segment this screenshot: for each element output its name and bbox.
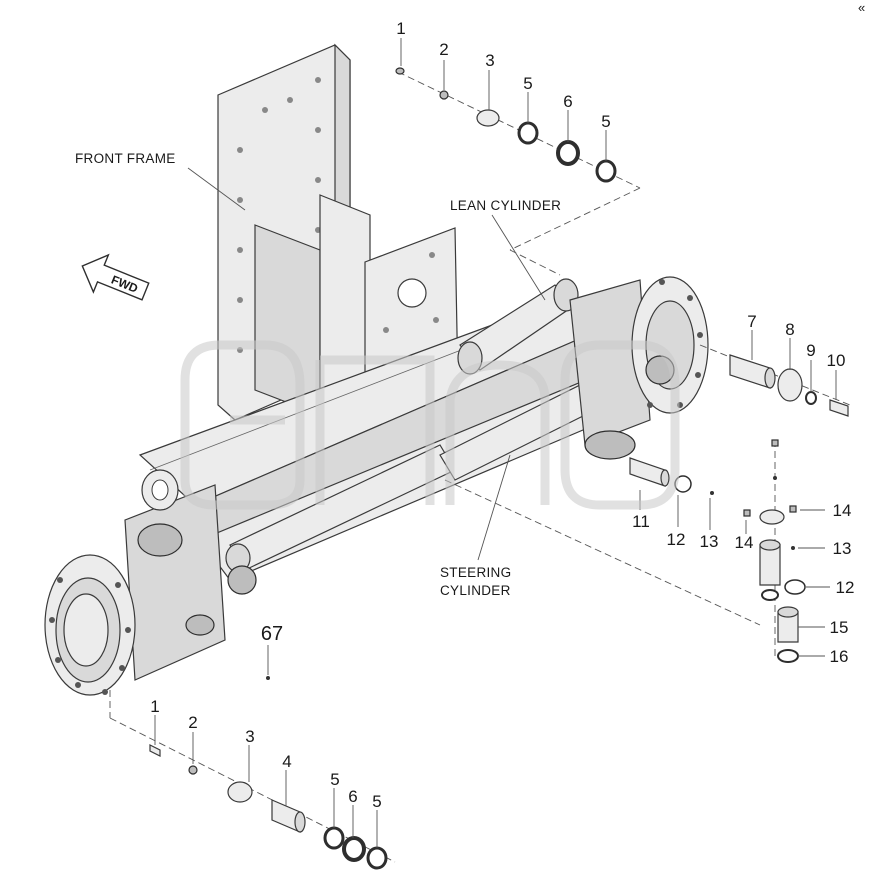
mid-part-14 (743, 509, 751, 517)
callout-stack-15: 15 (830, 618, 849, 637)
label-front-frame: FRONT FRAME (75, 151, 176, 166)
side-stack (759, 439, 830, 663)
callout-mid-12: 12 (667, 530, 686, 549)
mid-part-11 (629, 457, 666, 487)
top-part-6 (556, 140, 580, 166)
bottom-parts (109, 690, 396, 870)
top-part-5a (517, 121, 539, 145)
callout-bottom-1: 1 (150, 697, 159, 716)
bottom-part-5b (366, 846, 388, 870)
stack-part-14 (789, 505, 797, 513)
callout-stack-13: 13 (833, 539, 852, 558)
middle-parts (444, 457, 761, 626)
right-hub (569, 276, 709, 460)
stack-part-12 (784, 579, 806, 595)
right-parts (699, 330, 851, 417)
top-part-1 (395, 67, 405, 75)
callout-right-7: 7 (747, 312, 756, 331)
callout-stack-12: 12 (836, 578, 855, 597)
callout-top-6: 6 (563, 92, 572, 111)
callout-right-8: 8 (785, 320, 794, 339)
bottom-part-5a (323, 826, 345, 850)
callout-top-5b: 5 (601, 112, 610, 131)
right-part-10 (829, 399, 849, 417)
callout-bottom-4: 4 (282, 752, 291, 771)
stack-part-13 (791, 546, 795, 550)
callout-top-1: 1 (396, 19, 405, 38)
corner-mark: « (858, 0, 865, 15)
label-steering-cylinder-2: CYLINDER (440, 583, 511, 598)
mid-part-13 (710, 491, 714, 495)
callout-bottom-2: 2 (188, 713, 197, 732)
callout-bottom-6: 6 (348, 787, 357, 806)
top-part-2 (439, 90, 449, 100)
callout-top-3: 3 (485, 51, 494, 70)
part-67 (266, 645, 270, 680)
top-parts (395, 38, 641, 276)
callout-bottom-3: 3 (245, 727, 254, 746)
callout-top-2: 2 (439, 40, 448, 59)
callout-stack-16: 16 (830, 647, 849, 666)
bottom-part-3 (227, 781, 253, 803)
watermark-logo (180, 340, 680, 510)
right-part-9 (805, 391, 817, 405)
callout-mid-11: 11 (632, 512, 650, 531)
bottom-part-2 (188, 765, 198, 775)
callout-mid-14: 14 (735, 533, 754, 552)
label-steering-cylinder-1: STEERING (440, 565, 511, 580)
callout-bottom-5a: 5 (330, 770, 339, 789)
fwd-arrow-icon: FWD (81, 253, 150, 301)
left-hub (44, 469, 257, 696)
callout-mid-13: 13 (700, 532, 719, 551)
right-part-8 (777, 368, 803, 402)
top-part-3 (476, 109, 500, 127)
bottom-part-1 (149, 744, 161, 757)
stack-part-16 (777, 649, 799, 663)
callout-67: 67 (261, 623, 283, 645)
top-part-5b (595, 159, 617, 183)
label-lean-cylinder: LEAN CYLINDER (450, 198, 561, 213)
callout-right-9: 9 (806, 341, 815, 360)
stack-cylinder-upper (759, 544, 781, 586)
bottom-part-6 (342, 836, 366, 862)
callout-right-10: 10 (827, 351, 846, 370)
right-part-7 (729, 354, 771, 389)
callout-top-5a: 5 (523, 74, 532, 93)
callout-stack-14: 14 (833, 501, 852, 520)
callout-bottom-5b: 5 (372, 792, 381, 811)
